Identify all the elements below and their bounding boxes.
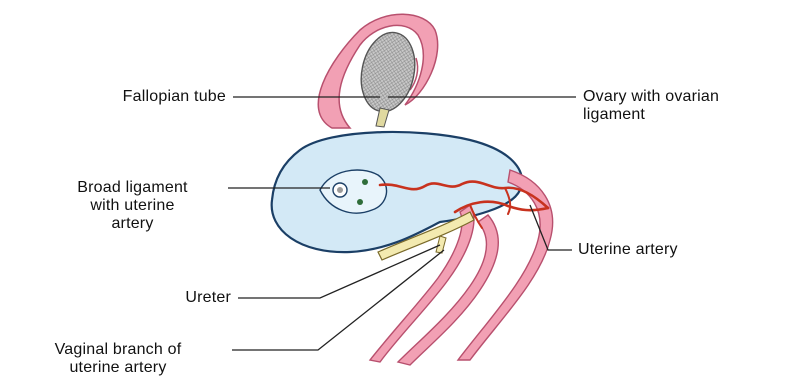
label-uterine-artery: Uterine artery bbox=[578, 241, 778, 259]
ovary-shape bbox=[354, 27, 421, 127]
leader-vaginal-branch bbox=[232, 250, 444, 350]
label-fallopian-tube: Fallopian tube bbox=[60, 88, 226, 106]
label-ovary: Ovary with ovarian ligament bbox=[583, 88, 798, 124]
label-vaginal-branch: Vaginal branch of uterine artery bbox=[8, 341, 228, 377]
label-ureter: Ureter bbox=[100, 289, 231, 307]
label-broad-ligament: Broad ligament with uterine artery bbox=[40, 179, 225, 233]
